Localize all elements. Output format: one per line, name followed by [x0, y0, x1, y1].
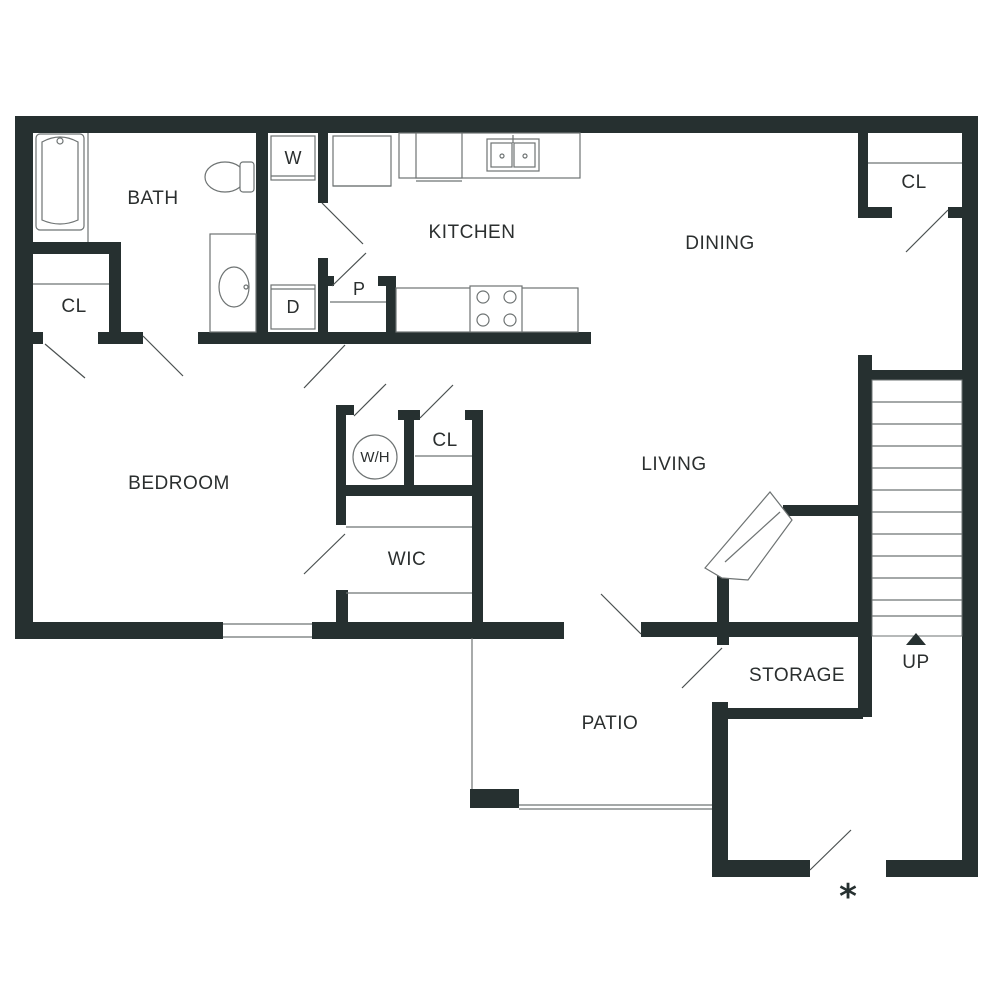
dryer-icon [270, 284, 316, 330]
washer-icon [270, 135, 316, 181]
room-label-kitchen: KITCHEN [429, 222, 516, 243]
walls [15, 116, 978, 877]
room-label-storage: STORAGE [749, 665, 845, 686]
doors [44, 202, 949, 871]
water-heater-icon [352, 434, 398, 480]
refrigerator-icon [332, 135, 392, 187]
stove-icon [395, 285, 579, 333]
room-label-bedroom: BEDROOM [128, 473, 230, 494]
toilet-icon [204, 161, 255, 193]
room-label-water-heater: W/H [360, 449, 389, 466]
fireplace-icon [704, 491, 793, 581]
room-label-closet-bath: CL [61, 296, 86, 317]
room-label-closet-hall: CL [432, 430, 457, 451]
sink-icon [209, 233, 257, 333]
room-label-closet-dining: CL [901, 172, 926, 193]
room-label-dryer: D [287, 297, 300, 317]
room-label-bath: BATH [127, 188, 178, 209]
room-label-pantry: P [353, 279, 365, 299]
entry-marker: * [839, 877, 857, 917]
stair-arrow-icon [906, 633, 926, 645]
room-label-dining: DINING [685, 233, 755, 254]
room-label-living: LIVING [641, 454, 706, 475]
room-label-washer: W [285, 148, 302, 168]
bathtub-icon [35, 133, 85, 231]
windows-and-openings [33, 133, 962, 810]
room-label-wic: WIC [388, 549, 426, 570]
kitchen-sink-icon [486, 135, 540, 172]
stairs-up-label: UP [902, 652, 929, 673]
room-label-patio: PATIO [582, 713, 639, 734]
staircase [871, 379, 963, 645]
